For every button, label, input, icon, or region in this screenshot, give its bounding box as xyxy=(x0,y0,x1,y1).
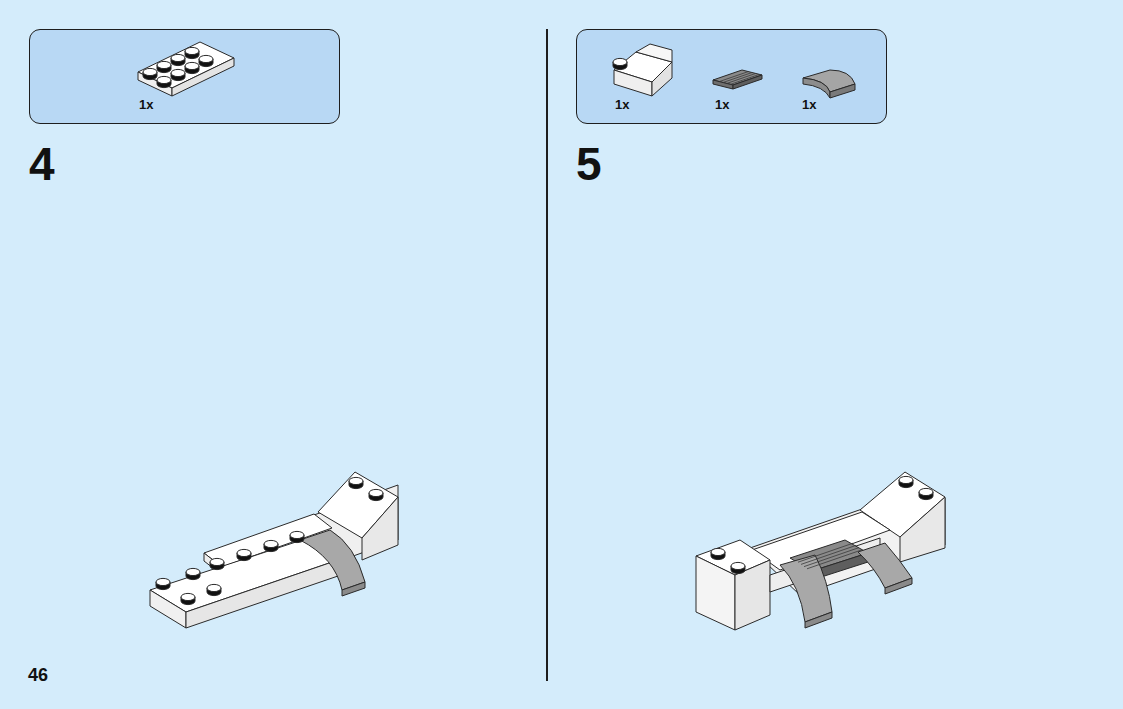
grille-line xyxy=(807,550,862,569)
slope-part xyxy=(614,44,672,96)
stud-top xyxy=(237,549,251,556)
grille-tile-part xyxy=(713,70,762,89)
stud-top xyxy=(210,558,224,565)
grille-line xyxy=(804,548,859,567)
page-divider xyxy=(546,29,548,681)
stud-top xyxy=(731,562,745,569)
stud-top xyxy=(156,578,170,585)
grille-line xyxy=(723,73,752,83)
stud-top xyxy=(349,477,363,484)
part-quantity: 1x xyxy=(615,97,629,112)
callout-fill xyxy=(30,30,340,124)
stud-top xyxy=(185,62,199,69)
callout-fill xyxy=(577,30,887,124)
stud-top xyxy=(157,61,171,68)
grille-line xyxy=(730,75,759,85)
stud-top xyxy=(613,58,627,65)
stud-top xyxy=(290,531,304,538)
stud-top xyxy=(186,568,200,575)
part-quantity: 1x xyxy=(139,97,153,112)
step-number: 5 xyxy=(576,141,602,187)
grille-line xyxy=(727,74,756,84)
page-number: 46 xyxy=(28,666,48,684)
stud-top xyxy=(899,476,913,483)
stud-top xyxy=(171,54,185,61)
parts-callout-box: 1x 1x 1x xyxy=(576,29,887,124)
stud-top xyxy=(207,584,221,591)
plate-part xyxy=(138,42,234,96)
stud-top xyxy=(157,76,171,83)
step5-model xyxy=(696,472,945,630)
parts-callout-box: 1x xyxy=(29,29,340,124)
stud-top xyxy=(711,548,725,555)
stud-top xyxy=(199,55,213,62)
stud-top xyxy=(171,69,185,76)
stud-top xyxy=(181,593,195,600)
stud-top xyxy=(919,488,933,495)
stud-top xyxy=(185,47,199,54)
part-quantity: 1x xyxy=(715,97,729,112)
step4-model xyxy=(150,472,398,628)
stud-top xyxy=(143,68,157,75)
stud-top xyxy=(264,540,278,547)
step-number: 4 xyxy=(29,141,55,187)
stud-top xyxy=(369,489,383,496)
part-quantity: 1x xyxy=(802,97,816,112)
curved-slope-part xyxy=(803,70,855,98)
